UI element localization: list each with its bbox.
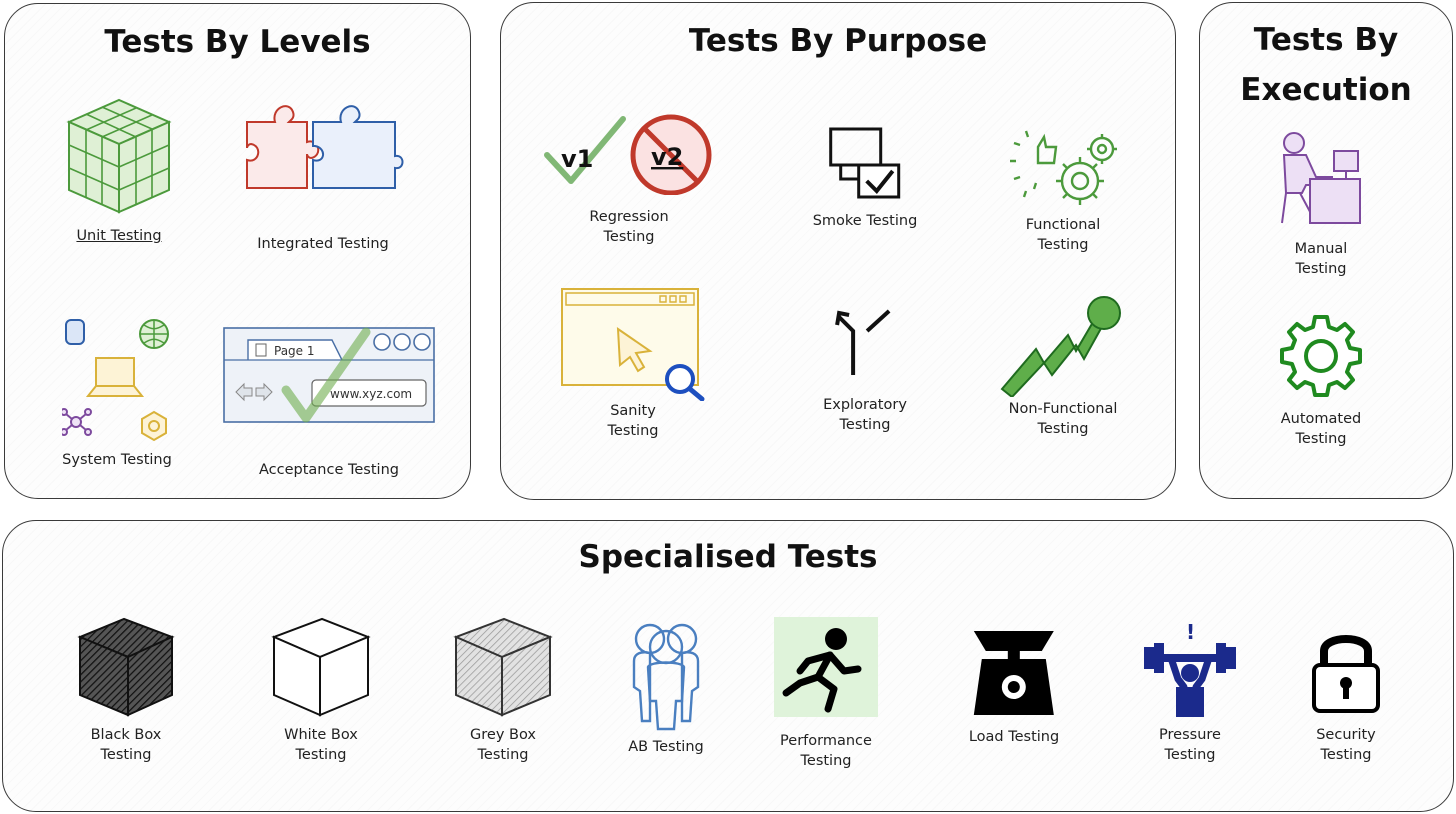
sanity-testing-item[interactable]: Sanity Testing xyxy=(560,287,706,441)
performance-testing-label: Performance Testing xyxy=(780,733,872,769)
system-testing-label: System Testing xyxy=(62,452,172,468)
panel-title: Tests By Execution xyxy=(1240,22,1412,108)
manual-testing-label: Manual Testing xyxy=(1294,241,1348,277)
gears-thumbs-up-icon xyxy=(1010,130,1117,205)
security-testing-label: Security Testing xyxy=(1316,727,1376,763)
acceptance-testing-label: Acceptance Testing xyxy=(259,462,399,478)
functional-testing-label: Functional Testing xyxy=(1025,217,1101,253)
running-person-icon xyxy=(774,617,878,717)
sanity-testing-label: Sanity Testing xyxy=(607,403,659,439)
network-devices-icon xyxy=(62,319,169,442)
weightlifter-icon: ! xyxy=(1144,620,1236,717)
gear-icon xyxy=(1280,315,1362,397)
load-testing-item[interactable]: Load Testing xyxy=(969,627,1059,747)
white-box-testing-label: White Box Testing xyxy=(284,727,358,763)
regression-testing-item[interactable]: v1 v2 Regression Testing xyxy=(543,111,715,247)
automated-testing-label: Automated Testing xyxy=(1280,411,1362,447)
black-cube-icon xyxy=(77,617,175,717)
non-functional-testing-item[interactable]: Non-Functional Testing xyxy=(998,293,1128,439)
integrated-testing-label: Integrated Testing xyxy=(257,236,389,252)
integrated-testing-item[interactable]: Integrated Testing xyxy=(241,98,405,254)
smoke-testing-item[interactable]: Smoke Testing xyxy=(812,125,918,231)
version-compare-icon: v1 v2 xyxy=(544,114,712,195)
browser-search-icon xyxy=(561,288,705,401)
browser-check-icon: Page 1 www.xyz.com xyxy=(223,327,435,423)
exploratory-testing-item[interactable]: Exploratory Testing xyxy=(823,307,907,435)
unit-testing-label: Unit Testing xyxy=(76,228,162,244)
v2-label: v2 xyxy=(651,143,683,171)
acceptance-url: www.xyz.com xyxy=(330,387,412,401)
exploratory-testing-label: Exploratory Testing xyxy=(823,397,907,433)
panel-specialised-tests: Specialised Tests Black Box Testing Whit… xyxy=(2,520,1454,812)
grey-box-testing-label: Grey Box Testing xyxy=(470,727,536,763)
security-testing-item[interactable]: Security Testing xyxy=(1310,627,1382,765)
ab-testing-label: AB Testing xyxy=(628,739,704,755)
ab-testing-item[interactable]: AB Testing xyxy=(628,621,704,757)
manual-testing-item[interactable]: Manual Testing xyxy=(1276,131,1366,279)
smoke-testing-label: Smoke Testing xyxy=(812,213,918,229)
acceptance-testing-item[interactable]: Page 1 www.xyz.com Acceptance Testing xyxy=(222,326,436,480)
panel-tests-by-levels: Tests By Levels Unit Testing Int xyxy=(4,3,471,499)
regression-testing-label: Regression Testing xyxy=(589,209,669,245)
unit-testing-item[interactable]: Unit Testing xyxy=(59,92,179,246)
person-at-computer-icon xyxy=(1281,132,1361,224)
growth-arrow-icon xyxy=(1000,296,1121,397)
white-box-testing-item[interactable]: White Box Testing xyxy=(270,615,372,765)
white-cube-icon xyxy=(271,617,371,717)
black-box-testing-item[interactable]: Black Box Testing xyxy=(76,615,176,765)
non-functional-testing-label: Non-Functional Testing xyxy=(1008,401,1118,437)
pressure-mark: ! xyxy=(1186,620,1195,644)
load-testing-label: Load Testing xyxy=(968,729,1060,745)
grey-cube-icon xyxy=(453,617,553,717)
panel-title: Tests By Purpose xyxy=(688,23,988,59)
panel-title: Tests By Levels xyxy=(104,24,371,60)
automated-testing-item[interactable]: Automated Testing xyxy=(1279,313,1363,449)
split-path-icon xyxy=(835,309,891,375)
system-testing-item[interactable]: System Testing xyxy=(62,316,172,470)
functional-testing-item[interactable]: Functional Testing xyxy=(1004,123,1122,255)
acceptance-tab-label: Page 1 xyxy=(274,344,315,358)
panel-title: Specialised Tests xyxy=(578,539,878,575)
screen-check-icon xyxy=(829,127,901,199)
scale-icon xyxy=(974,631,1054,715)
padlock-icon xyxy=(1312,635,1380,713)
v1-label: v1 xyxy=(561,145,593,173)
grey-box-testing-item[interactable]: Grey Box Testing xyxy=(452,615,554,765)
performance-testing-item[interactable]: Performance Testing xyxy=(774,617,878,771)
puzzle-pieces-icon xyxy=(246,105,404,189)
pressure-testing-item[interactable]: ! Pressure Testing xyxy=(1142,617,1238,765)
panel-tests-by-purpose: Tests By Purpose v1 v2 Regression Testin… xyxy=(500,2,1176,500)
rubiks-cube-icon xyxy=(66,98,172,214)
panel-tests-by-execution: Tests By Execution Manual Testing Automa… xyxy=(1199,2,1453,499)
black-box-testing-label: Black Box Testing xyxy=(90,727,162,763)
users-group-icon xyxy=(632,623,700,731)
pressure-testing-label: Pressure Testing xyxy=(1159,727,1221,763)
